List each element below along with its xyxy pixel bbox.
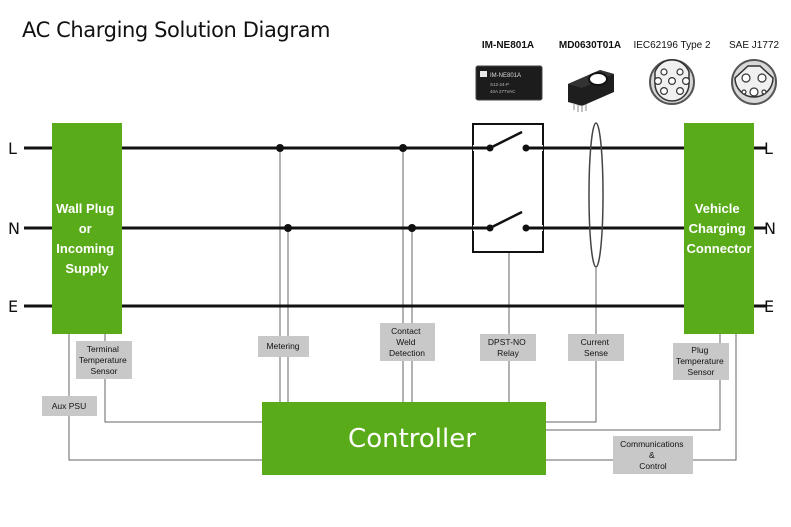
svg-text:Vehicle Charging C: Vehicle Charging Connector: [687, 201, 752, 256]
vehicle-text-2: Charging: [689, 221, 746, 236]
plug-temperature-callout: Plug Temperature Sensor: [673, 343, 729, 380]
j1772-connector-image: [731, 59, 777, 105]
relay-part-image: IM-NE801A S12-24-P 40A 277VAC: [475, 65, 543, 101]
callout-comms-3: Control: [639, 461, 667, 471]
wall-plug-text-1: Wall Plug: [56, 201, 114, 216]
vehicle-text-1: Vehicle: [695, 201, 740, 216]
j1772-connector-label: SAE J1772: [728, 40, 780, 51]
line-label-e-left: E: [8, 297, 18, 316]
current-sensor-image: [568, 70, 614, 112]
callout-weld-1: Contact: [391, 326, 421, 336]
callout-weld-3: Detection: [389, 348, 425, 358]
junction-dots: [276, 144, 416, 232]
type2-connector-label: IEC62196 Type 2: [633, 40, 711, 51]
vehicle-text-3: Connector: [687, 241, 752, 256]
wall-plug-text-4: Supply: [65, 261, 109, 276]
line-label-l-left: L: [8, 139, 17, 158]
svg-text:Communications & C: Communications & Control: [620, 439, 686, 471]
line-label-e-right: E: [764, 297, 774, 316]
callout-relay-1: DPST-NO: [488, 337, 526, 347]
controller-block: Controller: [262, 402, 546, 475]
svg-text:Wall Plug or Incom: Wall Plug or Incoming Supply: [56, 201, 118, 276]
power-lines: [24, 146, 767, 308]
callout-plug-2: Temperature: [676, 356, 724, 366]
metering-callout: Metering: [258, 336, 309, 357]
callout-metering: Metering: [266, 341, 299, 351]
vehicle-connector-block: Vehicle Charging Connector: [684, 123, 754, 334]
svg-text:Terminal Temperature: Terminal Temperature Sensor: [79, 344, 129, 376]
callout-terminal-3: Sensor: [91, 366, 118, 376]
callout-current-1: Current: [581, 337, 610, 347]
callout-comms-1: Communications: [620, 439, 683, 449]
line-label-n-left: N: [8, 219, 20, 238]
comms-wire: [693, 333, 737, 461]
relay-marking-line-2: S12-24-P: [490, 82, 509, 87]
current-sense-wire: [546, 268, 597, 423]
current-sense-callout: Current Sense: [568, 334, 624, 361]
wall-plug-text-2: or: [79, 221, 92, 236]
controller-label: Controller: [348, 424, 476, 454]
relay-switch: [472, 123, 544, 253]
line-label-l-right: L: [764, 139, 773, 158]
relay-marking-line-3: 40A 277VAC: [490, 89, 516, 94]
wall-plug-block: Wall Plug or Incoming Supply: [52, 123, 122, 334]
aux-psu-callout: Aux PSU: [42, 396, 97, 416]
weld-detection-callout: Contact Weld Detection: [380, 323, 435, 361]
callout-weld-2: Weld: [396, 337, 415, 347]
svg-text:Plug Temperature S: Plug Temperature Sensor: [676, 345, 726, 377]
callout-plug-1: Plug: [691, 345, 708, 355]
svg-text:DPST-NO Relay: DPST-NO Relay: [488, 337, 528, 358]
line-letters: L N E L N E: [8, 139, 776, 316]
callout-aux-psu: Aux PSU: [52, 401, 87, 411]
callout-terminal-1: Terminal: [87, 344, 119, 354]
callout-terminal-2: Temperature: [79, 355, 127, 365]
callout-plug-3: Sensor: [688, 367, 715, 377]
line-label-n-right: N: [764, 219, 776, 238]
current-sense-loop: [588, 122, 604, 268]
communications-callout: Communications & Control: [613, 436, 693, 474]
callout-relay-2: Relay: [497, 348, 519, 358]
svg-text:Contact Weld Detec: Contact Weld Detection: [389, 326, 425, 358]
relay-callout: DPST-NO Relay: [480, 334, 536, 361]
diagram-title: AC Charging Solution Diagram: [22, 18, 331, 42]
type2-connector-image: [649, 59, 695, 105]
current-sensor-part-label: MD0630T01A: [558, 40, 622, 51]
relay-part-label: IM-NE801A: [481, 40, 535, 51]
wall-plug-text-3: Incoming: [56, 241, 114, 256]
svg-text:Current Sense: Current Sense: [581, 337, 612, 358]
relay-marking-line-1: IM-NE801A: [490, 73, 521, 79]
terminal-temperature-callout: Terminal Temperature Sensor: [76, 341, 132, 379]
callout-current-2: Sense: [584, 348, 608, 358]
callout-comms-2: &: [649, 450, 655, 460]
